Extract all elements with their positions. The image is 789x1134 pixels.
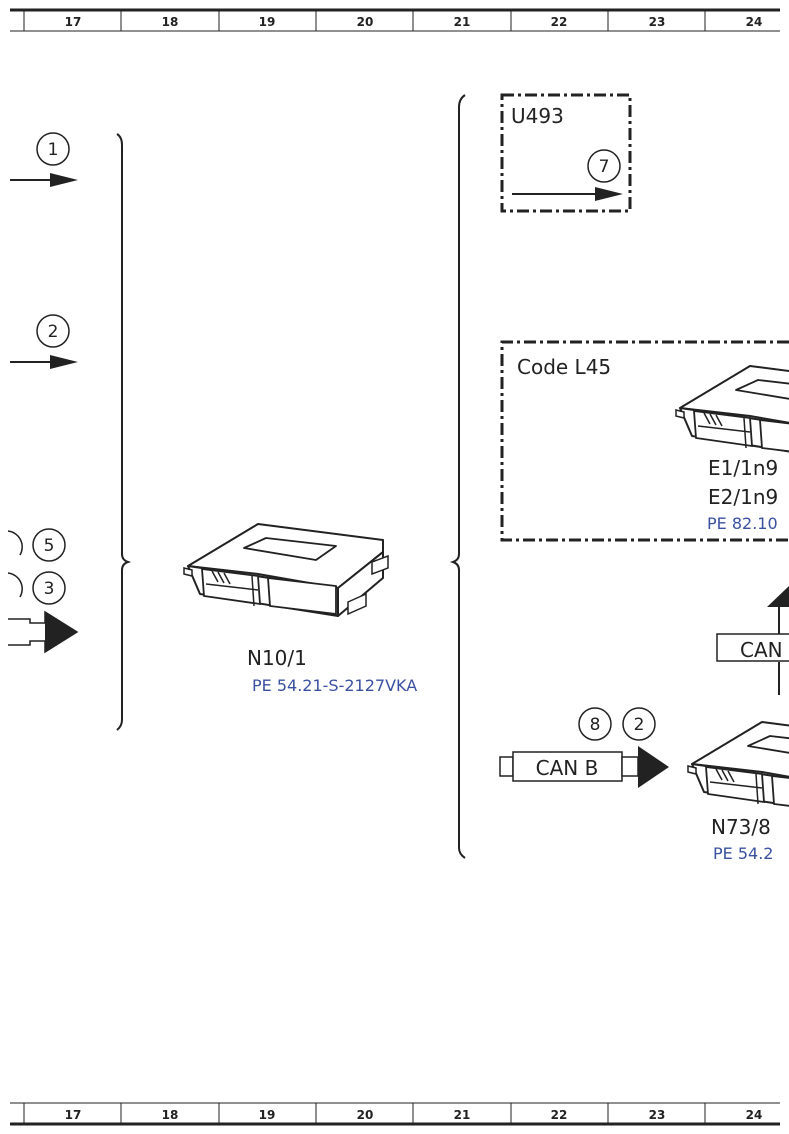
code-l45-ref: PE 82.10 xyxy=(707,514,778,533)
bus-arrow-left xyxy=(8,610,79,654)
n73-8-label: N73/8 xyxy=(711,815,771,839)
ruler-col-23: 23 xyxy=(649,15,666,29)
top-ruler: 17 18 19 20 21 22 23 24 xyxy=(10,8,780,32)
ref-circle-8: 8 xyxy=(578,707,612,741)
code-l45-box xyxy=(500,340,789,542)
can-arrow-up xyxy=(716,586,789,695)
ref-circle-5: 5 xyxy=(32,528,66,562)
ref-circle-7: 7 xyxy=(587,149,621,183)
ruler-bottom-col-20: 20 xyxy=(357,1108,374,1122)
ruler-col-17: 17 xyxy=(65,15,82,29)
ruler-bottom-col-24: 24 xyxy=(746,1108,763,1122)
ref-circle-2b: 2 xyxy=(622,707,656,741)
n10-1-label: N10/1 xyxy=(247,646,307,670)
ref-circle-3: 3 xyxy=(32,571,66,605)
signal-arrow-2 xyxy=(10,355,78,369)
ruler-bottom-col-19: 19 xyxy=(259,1108,276,1122)
signal-arrow-1 xyxy=(10,173,78,187)
brace-left xyxy=(116,133,132,731)
u493-box xyxy=(500,93,632,213)
svg-text:8: 8 xyxy=(590,715,601,735)
svg-text:3: 3 xyxy=(44,579,55,599)
n10-1-ref: PE 54.21-S-2127VKA xyxy=(252,676,417,695)
ref-circle-2: 2 xyxy=(36,314,70,348)
ruler-col-18: 18 xyxy=(162,15,179,29)
code-l45-label: Code L45 xyxy=(517,355,611,379)
can-b-arrow xyxy=(499,746,669,788)
ruler-col-20: 20 xyxy=(357,15,374,29)
ref-circle-1: 1 xyxy=(36,132,70,166)
ruler-bottom-col-22: 22 xyxy=(551,1108,568,1122)
n73-8-ref: PE 54.2 xyxy=(713,844,773,863)
code-l45-line2: E2/1n9 xyxy=(708,485,778,509)
svg-text:7: 7 xyxy=(599,157,610,177)
n73-8-ecu-icon xyxy=(687,721,789,815)
svg-text:5: 5 xyxy=(44,536,55,556)
ruler-col-19: 19 xyxy=(259,15,276,29)
svg-text:2: 2 xyxy=(48,322,59,342)
ruler-bottom-col-18: 18 xyxy=(162,1108,179,1122)
signal-arrow-7 xyxy=(512,187,623,201)
ruler-bottom-col-23: 23 xyxy=(649,1108,666,1122)
ruler-col-21: 21 xyxy=(454,15,471,29)
ruler-col-22: 22 xyxy=(551,15,568,29)
can-b-label: CAN B xyxy=(536,756,599,780)
u493-label: U493 xyxy=(511,104,564,128)
ruler-bottom-col-21: 21 xyxy=(454,1108,471,1122)
ruler-col-24: 24 xyxy=(746,15,763,29)
code-l45-ecu-icon xyxy=(675,365,789,459)
svg-text:1: 1 xyxy=(48,140,59,160)
brace-middle xyxy=(449,94,466,859)
code-l45-line1: E1/1n9 xyxy=(708,456,778,480)
n10-1-ecu-icon xyxy=(183,523,389,617)
ruler-bottom-col-17: 17 xyxy=(65,1108,82,1122)
svg-text:2: 2 xyxy=(634,715,645,735)
bottom-ruler: 17 18 19 20 21 22 23 24 xyxy=(10,1102,780,1126)
can-right-label: CAN xyxy=(740,638,783,662)
